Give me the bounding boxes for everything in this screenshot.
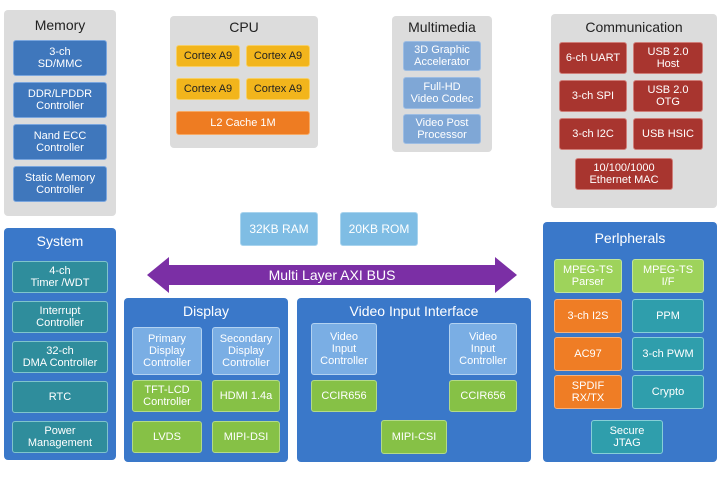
- video-input-title: Video Input Interface: [349, 303, 479, 319]
- system-rtc-block: RTC: [12, 381, 108, 413]
- axi-bus-label: Multi Layer AXI BUS: [268, 267, 396, 283]
- periph-ac97-block: AC97: [554, 337, 622, 371]
- system-interrupt-block: Interrupt Controller: [12, 301, 108, 333]
- system-title: System: [36, 233, 84, 249]
- display-mipidsi-block: MIPI-DSI: [212, 421, 280, 453]
- display-panel: Display Primary Display Controller Secon…: [124, 298, 288, 462]
- system-power-block: Power Management: [12, 421, 108, 453]
- video-input-controller-2: Video Input Controller: [449, 323, 517, 375]
- cpu-core-3: Cortex A9: [176, 78, 240, 100]
- system-timer-block: 4-ch Timer /WDT: [12, 261, 108, 293]
- system-dma-block: 32-ch DMA Controller: [12, 341, 108, 373]
- system-panel: System 4-ch Timer /WDT Interrupt Control…: [4, 228, 116, 460]
- memory-static-block: Static Memory Controller: [13, 166, 107, 202]
- memory-title: Memory: [34, 17, 86, 33]
- comm-ethernet-block: 10/100/1000 Ethernet MAC: [575, 158, 673, 190]
- cpu-panel: CPU Cortex A9 Cortex A9 Cortex A9 Cortex…: [170, 16, 318, 148]
- cpu-title: CPU: [229, 19, 259, 35]
- comm-spi-block: 3-ch SPI: [559, 80, 627, 112]
- memory-sdmmc-block: 3-ch SD/MMC: [13, 40, 107, 76]
- video-ccir656-1: CCIR656: [311, 380, 377, 412]
- multimedia-panel: Multimedia 3D Graphic Accelerator Full-H…: [392, 16, 492, 152]
- memory-ddr-block: DDR/LPDDR Controller: [13, 82, 107, 118]
- periph-pwm-block: 3-ch PWM: [632, 337, 704, 371]
- video-input-controller-1: Video Input Controller: [311, 323, 377, 375]
- periph-mpegts-parser-block: MPEG-TS Parser: [554, 259, 622, 293]
- multimedia-3d-block: 3D Graphic Accelerator: [403, 41, 481, 71]
- memory-nand-block: Nand ECC Controller: [13, 124, 107, 160]
- communication-title: Communication: [585, 19, 683, 35]
- multimedia-codec-block: Full-HD Video Codec: [403, 77, 481, 109]
- peripherals-panel: Perlpherals MPEG-TS Parser MPEG-TS I/F 3…: [543, 222, 717, 462]
- multimedia-title: Multimedia: [408, 19, 476, 35]
- video-mipicsi-block: MIPI-CSI: [381, 420, 447, 454]
- cpu-core-4: Cortex A9: [246, 78, 310, 100]
- video-input-panel: Video Input Interface Video Input Contro…: [297, 298, 531, 462]
- periph-i2s-block: 3-ch I2S: [554, 299, 622, 333]
- cpu-core-1: Cortex A9: [176, 45, 240, 67]
- comm-i2c-block: 3-ch I2C: [559, 118, 627, 150]
- comm-usb-hsic-block: USB HSIC: [633, 118, 703, 150]
- cpu-l2-cache: L2 Cache 1M: [176, 111, 310, 135]
- display-tftlcd-block: TFT-LCD Controller: [132, 380, 202, 412]
- comm-usb-host-block: USB 2.0 Host: [633, 42, 703, 74]
- display-hdmi-block: HDMI 1.4a: [212, 380, 280, 412]
- memory-panel: Memory 3-ch SD/MMC DDR/LPDDR Controller …: [4, 10, 116, 216]
- cpu-core-2: Cortex A9: [246, 45, 310, 67]
- periph-crypto-block: Crypto: [632, 375, 704, 409]
- display-primary-block: Primary Display Controller: [132, 327, 202, 375]
- periph-spdif-block: SPDIF RX/TX: [554, 375, 622, 409]
- display-secondary-block: Secondary Display Controller: [212, 327, 280, 375]
- periph-mpegts-if-block: MPEG-TS I/F: [632, 259, 704, 293]
- comm-uart-block: 6-ch UART: [559, 42, 627, 74]
- rom-block: 20KB ROM: [340, 212, 418, 246]
- axi-bus-shape: [147, 257, 517, 293]
- axi-bus-arrow: Multi Layer AXI BUS: [147, 257, 517, 293]
- multimedia-postproc-block: Video Post Processor: [403, 114, 481, 144]
- periph-ppm-block: PPM: [632, 299, 704, 333]
- ram-block: 32KB RAM: [240, 212, 318, 246]
- video-ccir656-2: CCIR656: [449, 380, 517, 412]
- communication-panel: Communication 6-ch UART USB 2.0 Host 3-c…: [551, 14, 717, 208]
- display-lvds-block: LVDS: [132, 421, 202, 453]
- display-title: Display: [183, 303, 229, 319]
- peripherals-title: Perlpherals: [594, 230, 666, 246]
- comm-usb-otg-block: USB 2.0 OTG: [633, 80, 703, 112]
- periph-jtag-block: Secure JTAG: [591, 420, 663, 454]
